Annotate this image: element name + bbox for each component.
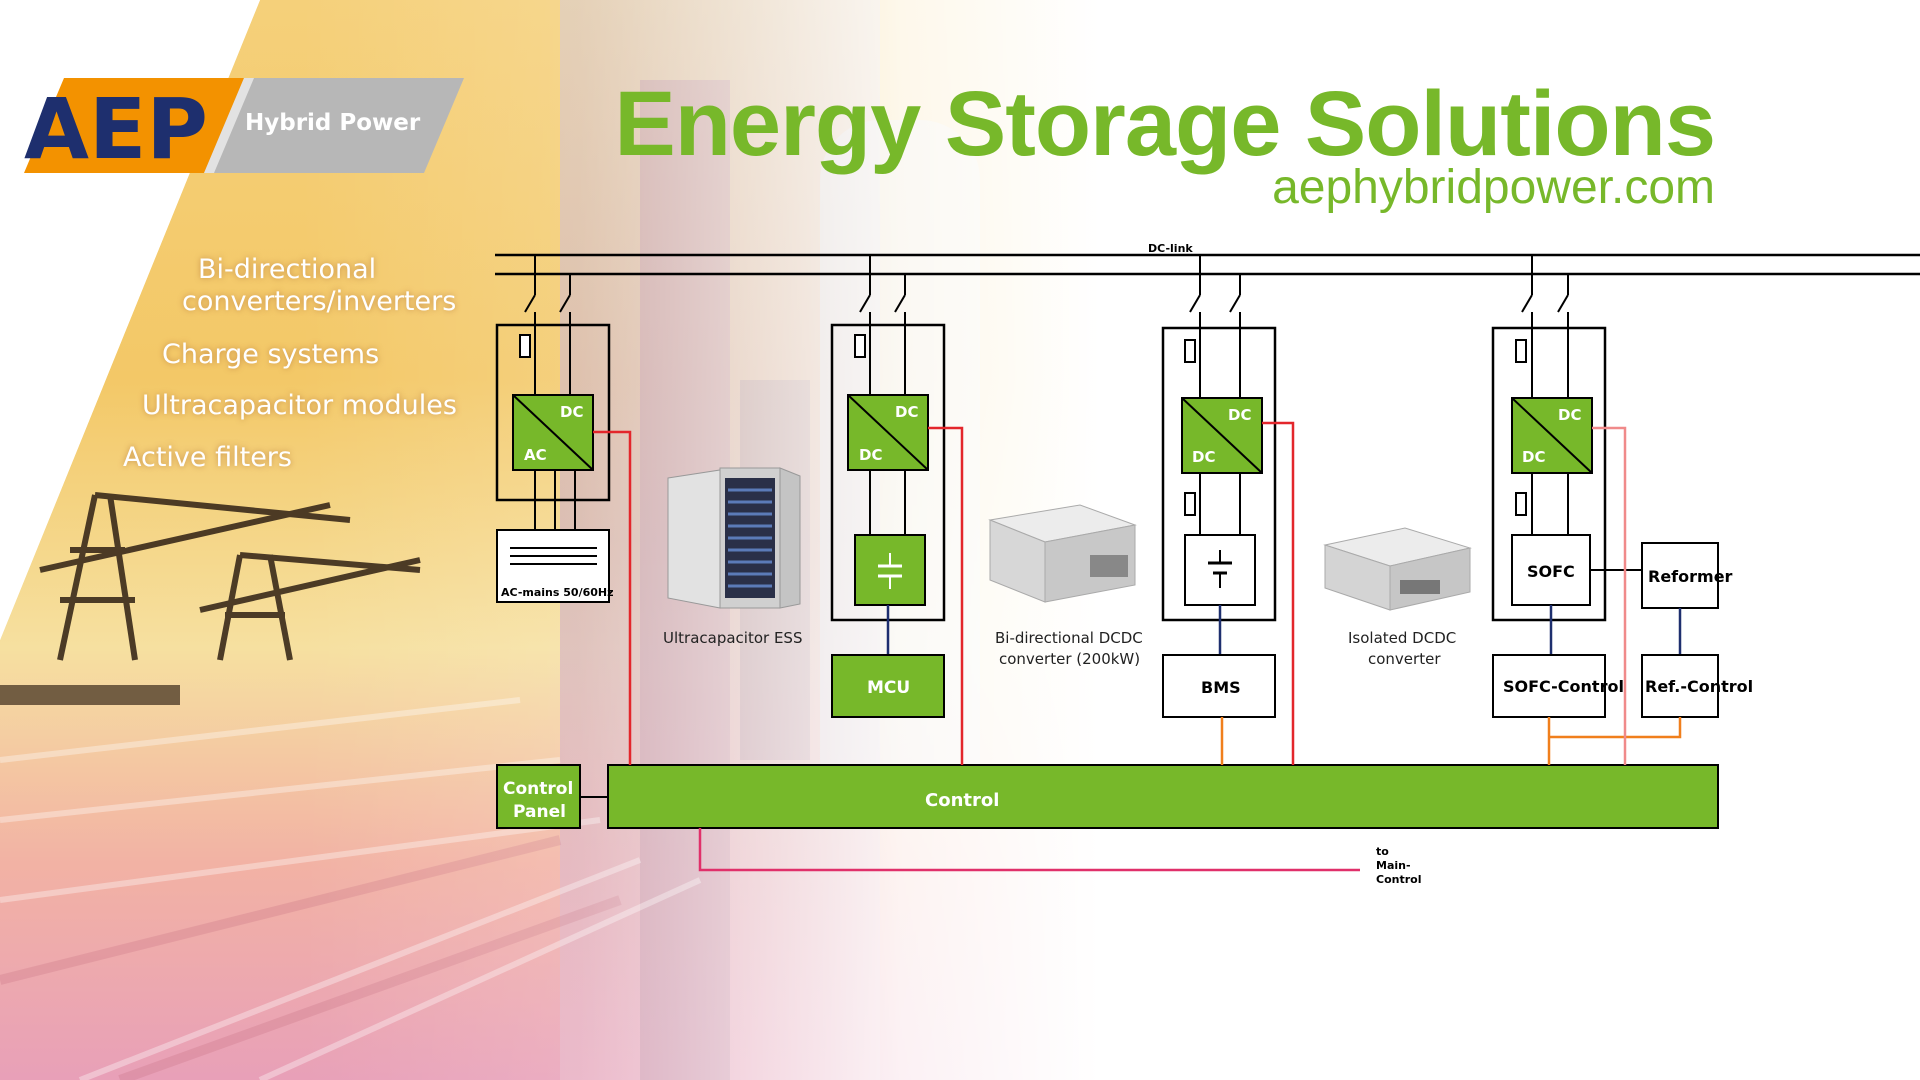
unit-acdc: DC AC AC-mains 50/60Hz [495,255,632,765]
control-panel-label-2: Panel [513,802,566,822]
feature-charge-systems: Charge systems [162,339,380,370]
unit3-top-label: DC [1228,406,1251,424]
unit-battery: DC DC BMS [1161,255,1295,765]
main-control-wire [698,828,1360,872]
to-main-1: to [1376,845,1389,858]
feature-ultracapacitor-modules: Ultracapacitor modules [142,390,457,421]
control-label: Control [925,790,999,811]
dcdc-converter-photo [988,504,1137,603]
sofc-control-label: SOFC-Control [1503,677,1624,696]
to-main-2: Main- [1376,859,1411,872]
feature-bidirectional-2: converters/inverters [182,286,456,318]
unit4-top-label: DC [1558,406,1581,424]
unit1-bottom-label: AC [524,446,547,464]
unit-sofc: DC DC SOFC Reformer SOFC-Control Ref.-Co… [1491,255,1753,765]
feature-line: converters/inverters [182,286,457,317]
reformer-label: Reformer [1648,567,1733,586]
feature-bidirectional: Bi-directional [198,254,376,286]
unit-ultracap: DC DC MCU [830,255,964,765]
ultracap-cabinet-photo [667,467,801,609]
control-bar [607,764,1719,829]
sofc-label: SOFC [1527,562,1575,581]
dcdc-caption-1: Bi-directional DCDC [995,629,1143,647]
brand-tagline: Hybrid Power [245,110,421,136]
dcdc-caption-2: converter (200kW) [999,650,1140,668]
feature-active-filters: Active filters [123,442,292,473]
logo-letters: AEP [24,80,208,173]
page-title: Energy Storage Solutions [614,73,1716,175]
unit1-device-label: AC-mains 50/60Hz [501,586,614,599]
logo-mark: AEP [24,78,464,178]
control-panel-box [496,764,581,829]
unit3-bottom-label: DC [1192,448,1215,466]
unit2-top-label: DC [895,403,918,421]
ultracap-caption: Ultracapacitor ESS [663,629,802,647]
dc-link-bus [495,253,1920,276]
unit2-bottom-label: DC [859,446,882,464]
dc-link-label: DC-link [1148,242,1193,255]
crane-silhouette [39,492,421,661]
logo: AEP [24,78,464,178]
unit2-controller-label: MCU [867,678,910,698]
website-url[interactable]: aephybridpower.com [1272,161,1715,214]
unit3-controller-label: BMS [1201,678,1241,697]
isolated-dcdc-caption-2: converter [1368,650,1441,668]
unit1-top-label: DC [560,403,583,421]
isolated-dcdc-caption-1: Isolated DCDC [1348,629,1456,647]
to-main-3: Control [1376,873,1421,886]
unit4-bottom-label: DC [1522,448,1545,466]
ref-control-label: Ref.-Control [1645,677,1753,696]
isolated-dcdc-photo [1323,527,1472,611]
control-panel-label-1: Control [503,779,573,799]
feature-line: Bi-directional [198,254,377,285]
